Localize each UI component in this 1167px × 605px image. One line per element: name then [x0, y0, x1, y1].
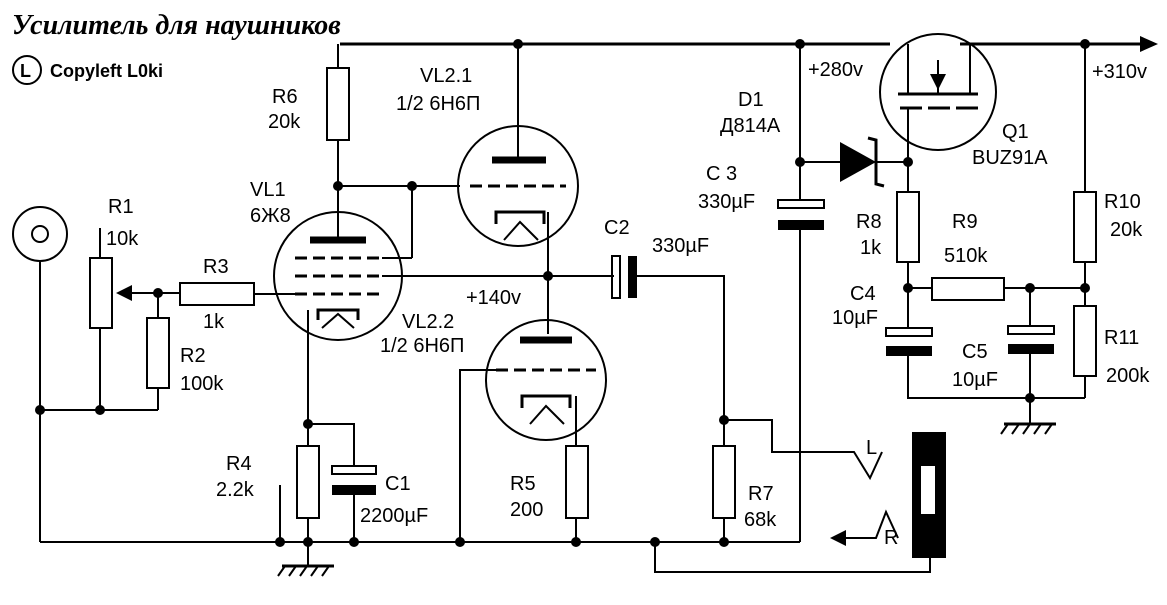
r1-value: 10k: [106, 228, 139, 250]
vl21-tube: [457, 44, 579, 276]
r5-resistor: [565, 445, 589, 542]
r10-resistor: [1073, 44, 1097, 306]
q1-label: Q1: [1002, 121, 1029, 143]
input-jack: [12, 206, 68, 542]
r11-label: R11: [1104, 327, 1139, 349]
vl21-label: VL2.1: [420, 65, 472, 87]
vl1-label: VL1: [250, 179, 286, 201]
r4-label: R4: [226, 453, 252, 475]
r3-value: 1k: [203, 311, 225, 333]
r2-label: R2: [180, 345, 206, 367]
vl22-label: VL2.2: [402, 311, 454, 333]
voltage-310: +310v: [1092, 61, 1147, 83]
r8-value: 1k: [860, 237, 882, 259]
vl22-tube: [459, 319, 607, 542]
d1-value: Д814А: [720, 115, 781, 137]
q1-mosfet: [879, 33, 997, 192]
r9-resistor: [908, 277, 1090, 301]
headphone-connector: [654, 432, 946, 573]
r3-label: R3: [203, 256, 229, 278]
r7-label: R7: [748, 483, 774, 505]
r5-label: R5: [510, 473, 536, 495]
c4-value: 10µF: [832, 307, 878, 329]
r8-resistor: [896, 191, 920, 328]
vl22-value: 1/2 6Н6П: [380, 335, 464, 357]
supply-rail: [340, 36, 1158, 52]
c5-capacitor: [1000, 288, 1056, 435]
vl1-value: 6Ж8: [250, 205, 291, 227]
c5-label: C5: [962, 341, 988, 363]
r11-resistor: [1073, 305, 1097, 398]
copyleft-logo: L: [12, 55, 42, 85]
r7-value: 68k: [744, 509, 777, 531]
c3-label: C 3: [706, 163, 737, 185]
r4-resistor: [279, 419, 320, 542]
r10-value: 20k: [1110, 219, 1143, 241]
output-left: L: [866, 437, 877, 459]
q1-value: BUZ91A: [972, 147, 1048, 169]
r9-label: R9: [952, 211, 978, 233]
r8-label: R8: [856, 211, 882, 233]
r7-resistor: [712, 415, 883, 542]
c1-label: C1: [385, 473, 411, 495]
r1-potentiometer: [89, 228, 180, 410]
r4-value: 2.2k: [216, 479, 255, 501]
c2-label: C2: [604, 217, 630, 239]
c3-value: 330µF: [698, 191, 755, 213]
r6-label: R6: [272, 86, 298, 108]
c1-value: 2200µF: [360, 505, 428, 527]
r1-label: R1: [108, 196, 134, 218]
c4-label: C4: [850, 283, 876, 305]
d1-zener-diode: [800, 136, 908, 188]
title: Усилитель для наушников: [12, 10, 341, 41]
ground-bus: [40, 537, 800, 577]
c3-capacitor: [777, 44, 825, 542]
r11-value: 200k: [1106, 365, 1150, 387]
r2-resistor: [40, 288, 170, 415]
vl21-value: 1/2 6Н6П: [396, 93, 480, 115]
r5-value: 200: [510, 499, 543, 521]
r2-value: 100k: [180, 373, 224, 395]
d1-label: D1: [738, 89, 764, 111]
copyleft-text: Copyleft L0ki: [50, 61, 163, 81]
c2-value: 330µF: [652, 235, 709, 257]
r10-label: R10: [1104, 191, 1141, 213]
output-right: R: [884, 527, 898, 549]
r3-resistor: [179, 282, 300, 306]
r6-resistor: [326, 44, 460, 258]
c1-capacitor: [308, 423, 377, 542]
r9-value: 510k: [944, 245, 988, 267]
logo-letter: L: [20, 61, 31, 81]
c5-value: 10µF: [952, 369, 998, 391]
c2-capacitor: [611, 255, 725, 420]
r6-value: 20k: [268, 111, 301, 133]
voltage-280: +280v: [808, 59, 863, 81]
voltage-140: +140v: [466, 287, 521, 309]
